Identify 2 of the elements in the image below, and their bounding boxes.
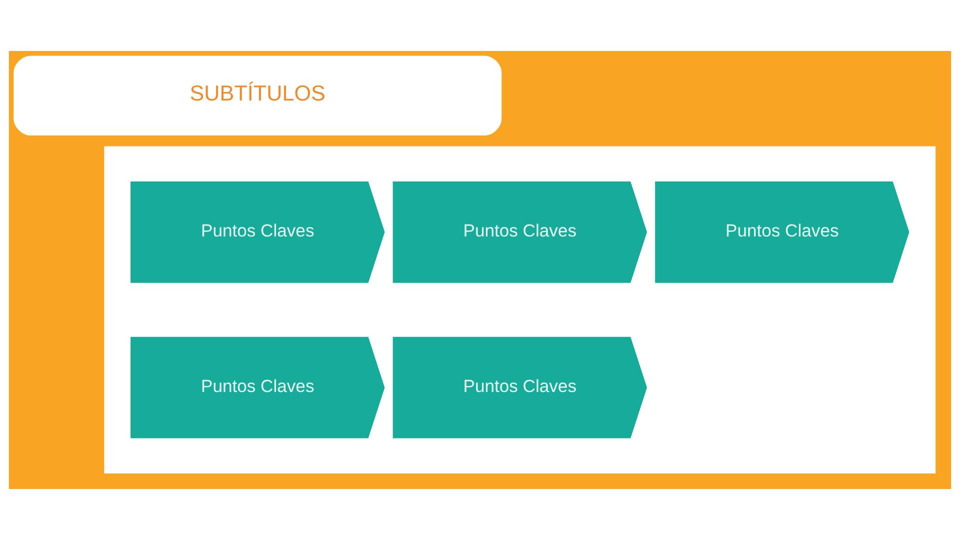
cluster xyxy=(104,146,936,474)
node-box: SUBTÍTULOS xyxy=(14,56,502,136)
